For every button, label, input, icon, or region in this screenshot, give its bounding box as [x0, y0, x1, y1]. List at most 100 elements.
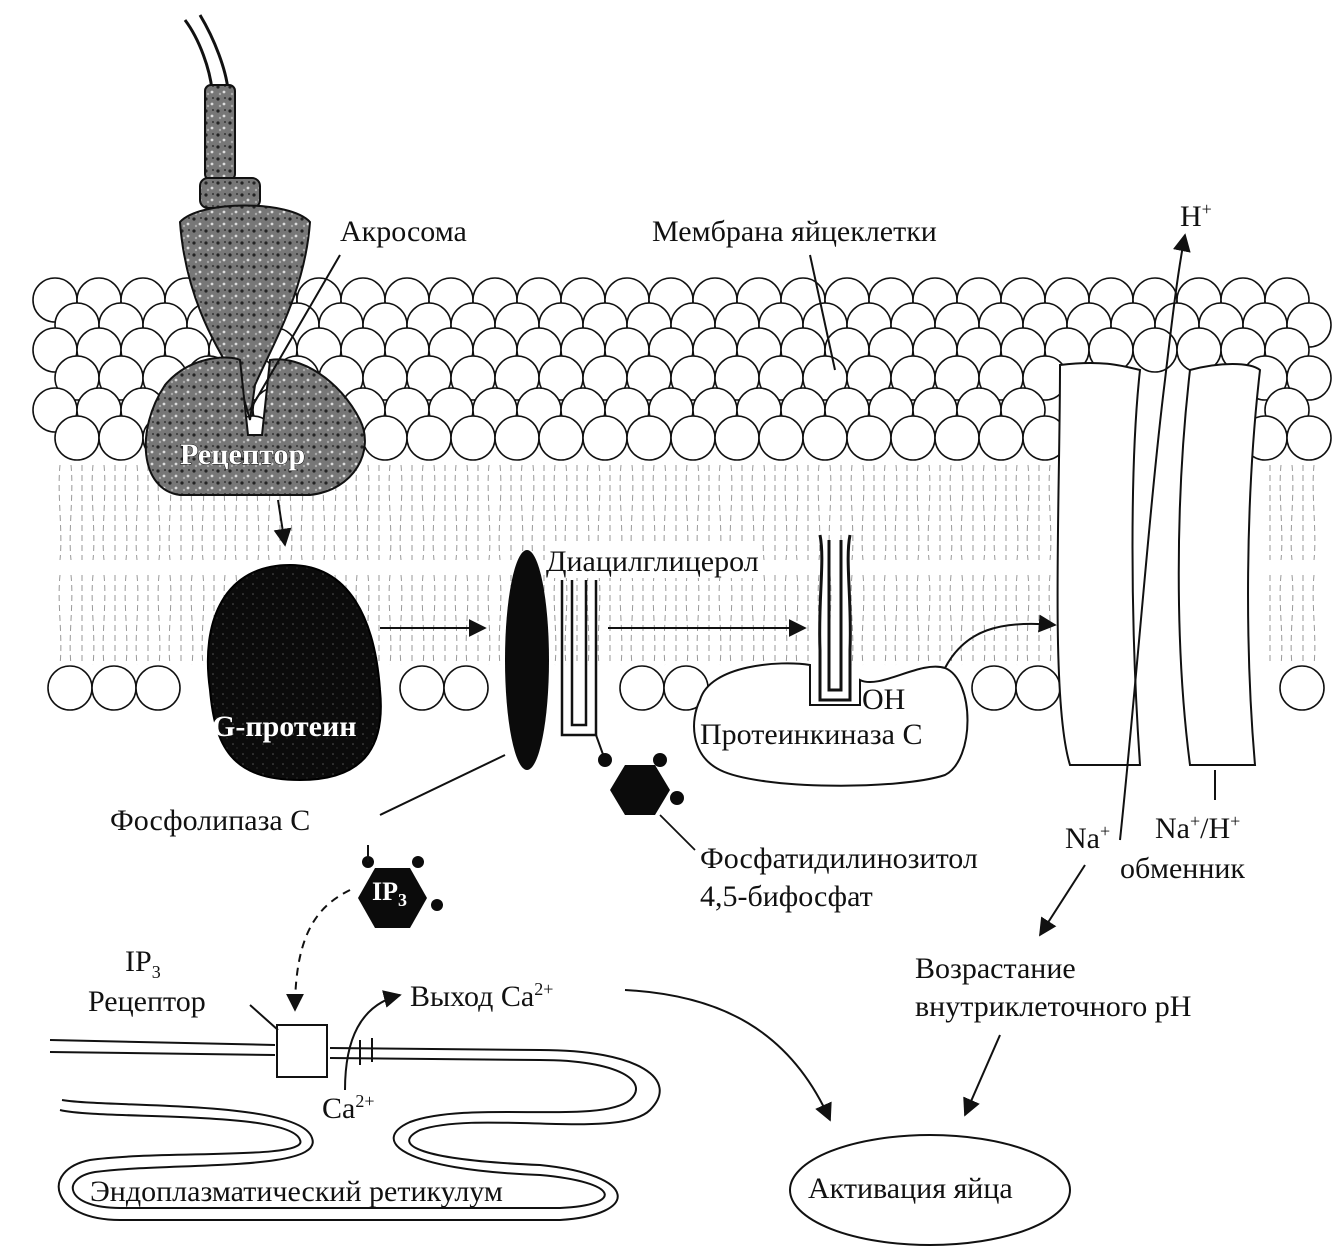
lipid-head — [972, 666, 1016, 710]
lipid-tail — [554, 575, 556, 665]
lipid-tail — [631, 575, 633, 665]
lipid-tail — [950, 575, 952, 665]
lipid-tail — [994, 575, 996, 665]
lipid-tail — [1280, 575, 1282, 665]
lipid-tail — [356, 465, 358, 560]
lipid-tail — [961, 465, 963, 560]
na-h-exchanger-shape — [1058, 363, 1261, 765]
pip2-label-line1: Фосфатидилинозитол — [700, 842, 978, 875]
lipid-head — [847, 416, 891, 460]
lipid-tail — [917, 575, 919, 665]
g-protein-shape — [208, 565, 381, 780]
lipid-tail — [488, 575, 490, 665]
lipid-tail — [664, 575, 666, 665]
lipid-head — [495, 416, 539, 460]
egg-activation-label: Активация яйца — [808, 1172, 1013, 1205]
dag-tails — [820, 535, 851, 700]
lipid-tail — [730, 575, 732, 665]
er-label: Эндоплазматический ретикулум — [90, 1175, 503, 1208]
ip3-badge-label: IP3 — [372, 878, 407, 911]
lipid-tail — [103, 465, 105, 560]
lipid-tail — [928, 575, 930, 665]
lipid-tail — [983, 465, 985, 560]
lipid-head — [1016, 666, 1060, 710]
lipid-head — [935, 416, 979, 460]
phospholipase-c-label: Фосфолипаза С — [110, 804, 310, 837]
lipid-head — [136, 666, 180, 710]
lipid-head — [979, 416, 1023, 460]
lipid-tail — [70, 465, 72, 560]
receptor-label: Рецептор — [180, 438, 305, 471]
ca-release-label: Выход Ca2+ — [410, 980, 553, 1013]
lipid-tail — [961, 575, 963, 665]
lipid-tail — [785, 465, 787, 560]
lipid-tail — [466, 465, 468, 560]
lipid-tail — [367, 465, 369, 560]
lipid-head — [1280, 666, 1324, 710]
pip2-hexagon — [598, 753, 695, 850]
ip3-receptor-shape — [277, 1025, 327, 1077]
lipid-tail — [785, 575, 787, 665]
phospholipase-c-shape — [505, 550, 549, 770]
ca-er-label: Ca2+ — [322, 1092, 374, 1125]
lipid-tail — [796, 465, 798, 560]
lipid-tail — [92, 465, 94, 560]
lipid-tail — [983, 575, 985, 665]
lipid-head — [444, 666, 488, 710]
lipid-tail — [92, 575, 94, 665]
lipid-head — [363, 416, 407, 460]
lipid-tail — [202, 575, 204, 665]
lipid-tail — [994, 465, 996, 560]
lipid-head — [583, 416, 627, 460]
lipid-tail — [598, 575, 600, 665]
lipid-head — [671, 416, 715, 460]
lipid-tail — [686, 575, 688, 665]
lipid-tail — [719, 575, 721, 665]
ip3-receptor-label-line2: Рецептор — [88, 985, 206, 1018]
pip2-tails — [562, 580, 596, 735]
lipid-head — [92, 666, 136, 710]
lipid-tail — [796, 575, 798, 665]
lipid-head — [48, 666, 92, 710]
lipid-head — [400, 666, 444, 710]
lipid-tail — [455, 465, 457, 560]
lipid-head — [803, 416, 847, 460]
lipid-tail — [1049, 465, 1051, 560]
ip3-receptor-label-line1: IP3 — [125, 945, 161, 983]
lipid-head — [715, 416, 759, 460]
g-protein-label: G-протеин — [212, 710, 357, 743]
oh-label: OH — [862, 683, 905, 716]
lipid-tail — [158, 575, 160, 665]
lipid-tail — [103, 575, 105, 665]
lipid-head — [451, 416, 495, 460]
lipid-head — [1287, 416, 1331, 460]
lipid-tail — [400, 575, 402, 665]
lipid-tail — [1049, 575, 1051, 665]
lipid-tail — [1016, 575, 1018, 665]
lipid-tail — [532, 465, 534, 560]
egg-membrane-label: Мембрана яйцеклетки — [652, 215, 937, 248]
lipid-tail — [169, 575, 171, 665]
lipid-tail — [422, 465, 424, 560]
lipid-tail — [763, 465, 765, 560]
lipid-tail — [499, 575, 501, 665]
lipid-tail — [1291, 575, 1293, 665]
acrosome-label: Акросома — [340, 215, 467, 248]
diacylglycerol-label: Диацилглицерол — [546, 545, 759, 578]
lipid-tail — [653, 575, 655, 665]
lipid-tail — [59, 575, 61, 665]
na-plus-label: Na+ — [1065, 822, 1110, 855]
lipid-tail — [895, 575, 897, 665]
lipid-tail — [565, 575, 567, 665]
lipid-tail — [70, 575, 72, 665]
protein-kinase-c-label: Протеинкиназа С — [700, 718, 922, 751]
lipid-tail — [125, 465, 127, 560]
lipid-tail — [697, 575, 699, 665]
lipid-tail — [521, 465, 523, 560]
lipid-head — [620, 666, 664, 710]
lipid-tail — [488, 465, 490, 560]
lipid-head — [891, 416, 935, 460]
lipid-tail — [1291, 465, 1293, 560]
lipid-tail — [499, 465, 501, 560]
